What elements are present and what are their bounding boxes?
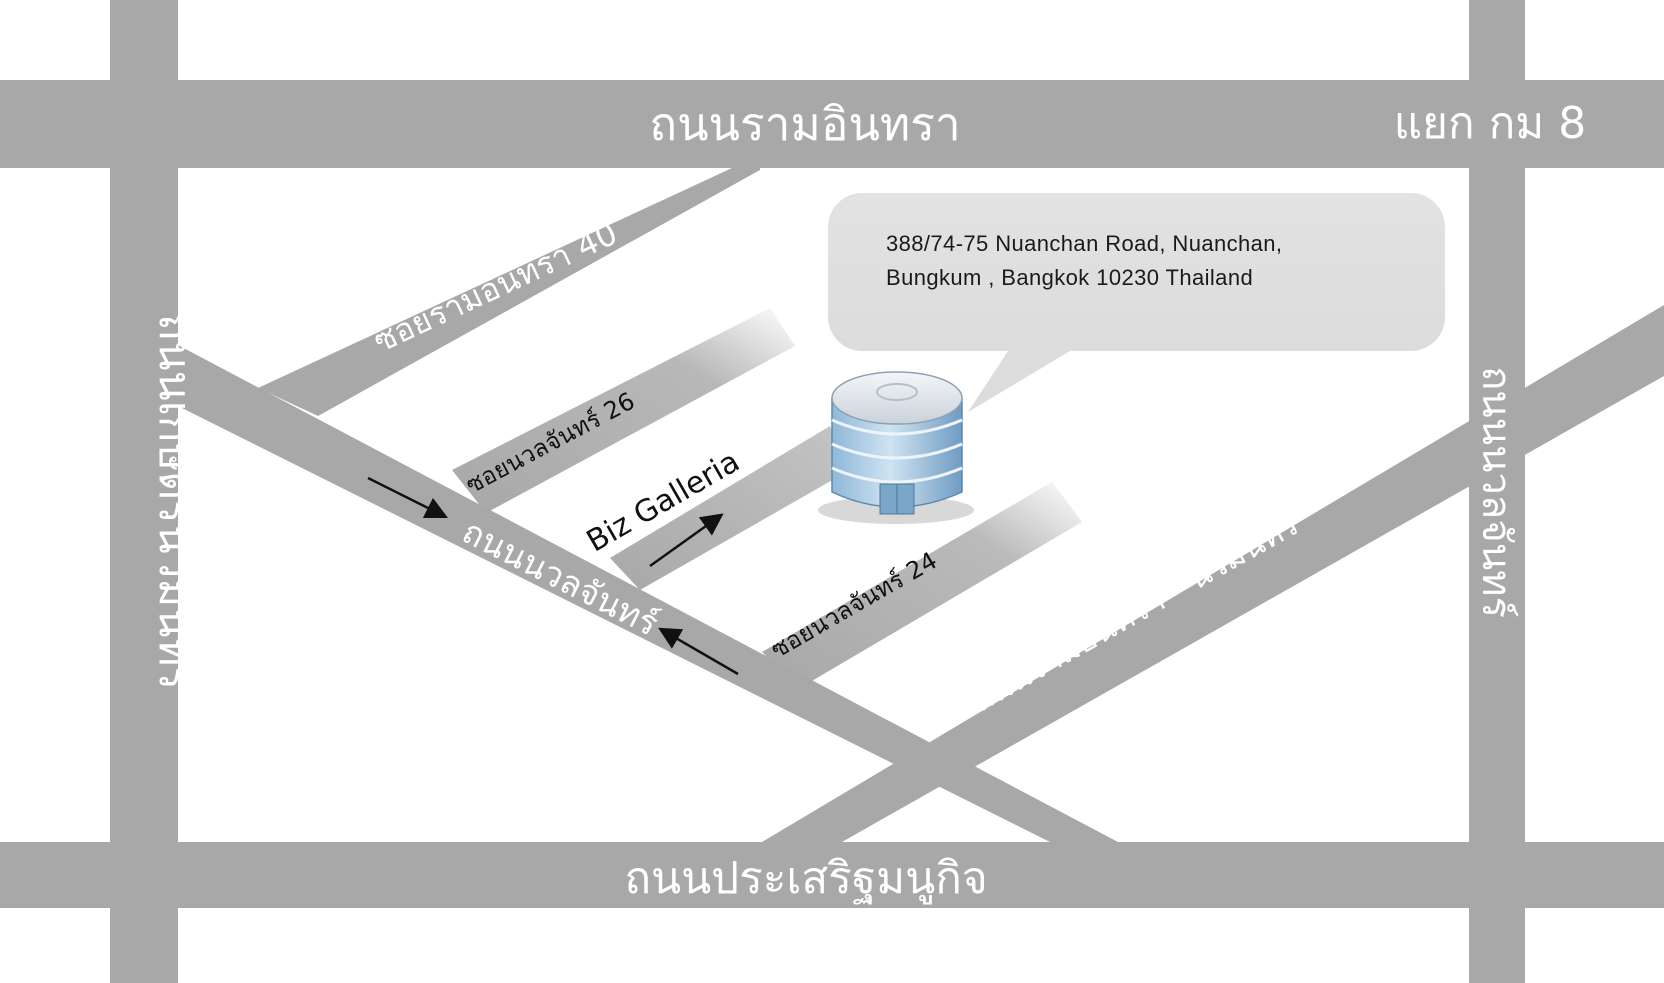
right-road-label: ถนนนวลจันทร์ [1473, 366, 1519, 618]
direction-arrow-icon [658, 627, 739, 676]
prasertmanukit-road [0, 842, 1664, 908]
soi-40-road [258, 168, 760, 416]
top-junction-label: แยก กม 8 [1394, 98, 1586, 149]
soi-40-label: ซอยรามอินทรา 40 [368, 214, 623, 360]
direction-arrow-icon [649, 513, 724, 568]
bubble-tail [968, 348, 1075, 412]
kaset-nawamin-road [110, 0, 178, 983]
office-building-icon [818, 371, 974, 524]
address-line-2: Bungkum , Bangkok 10230 Thailand [886, 265, 1254, 290]
address-line-1: 388/74-75 Nuanchan Road, Nuanchan, [886, 231, 1283, 256]
left-road-label: ถนนเกษตรนวมินทร์ [149, 314, 200, 690]
ramindra-road [0, 80, 1664, 168]
nuanchan-diagonal-road [176, 344, 1118, 842]
nuanchan-vertical-road [1469, 0, 1525, 983]
address-bubble: 388/74-75 Nuanchan Road, Nuanchan, Bungk… [828, 193, 1445, 351]
direction-arrow-icon [367, 476, 449, 519]
soi-24-road [762, 482, 1082, 688]
ramindra-nawamin-road [762, 305, 1664, 842]
biz-galleria-road [610, 426, 850, 590]
bottom-road-label: ถนนประเสริฐมนูกิจ [624, 853, 987, 905]
soi-26-road [452, 308, 795, 513]
top-road-label: ถนนรามอินทรา [649, 97, 961, 151]
